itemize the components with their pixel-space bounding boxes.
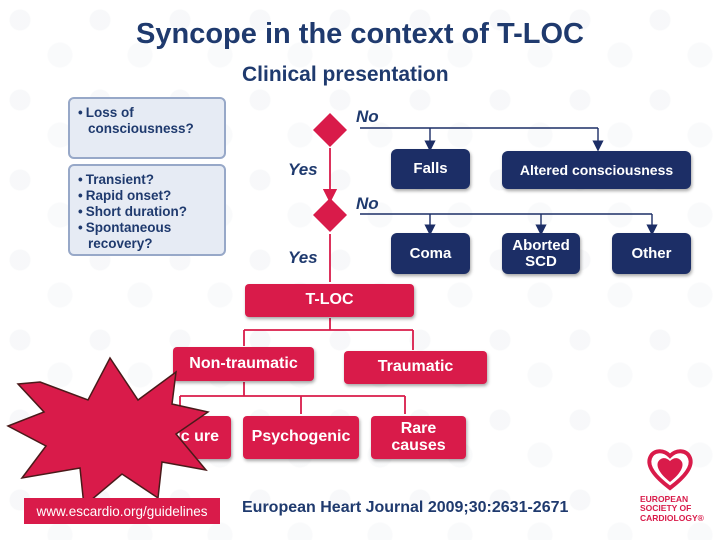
no-label-2: No bbox=[356, 194, 379, 213]
question-item: Loss of consciousness? bbox=[78, 105, 216, 137]
question-box-loss-of-consciousness: Loss of consciousness? bbox=[68, 97, 226, 159]
question-item: Spontaneous recovery? bbox=[78, 220, 216, 252]
journal-reference: European Heart Journal 2009;30:2631-2671 bbox=[242, 499, 569, 516]
question-item: Short duration? bbox=[78, 204, 216, 220]
slide-subtitle: Clinical presentation bbox=[242, 63, 449, 86]
aborted-scd-box: Aborted SCD bbox=[502, 233, 580, 274]
yes-label-1: Yes bbox=[288, 160, 318, 179]
tloc-box: T-LOC bbox=[245, 284, 414, 317]
decision-diamond-2 bbox=[313, 198, 347, 232]
question-box-tloc-criteria: Transient? Rapid onset? Short duration? … bbox=[68, 164, 226, 256]
esc-heart-logo-icon bbox=[647, 449, 693, 491]
falls-box: Falls bbox=[391, 149, 470, 189]
decision-diamond-1 bbox=[313, 113, 347, 147]
slide-title: Syncope in the context of T-LOC bbox=[136, 18, 584, 50]
yes-label-2: Yes bbox=[288, 248, 318, 267]
coma-box: Coma bbox=[391, 233, 470, 274]
question-item: Rapid onset? bbox=[78, 188, 216, 204]
no-label-1: No bbox=[356, 107, 379, 126]
question-item: Transient? bbox=[78, 172, 216, 188]
esc-society-name: EUROPEAN SOCIETY OF CARDIOLOGY® bbox=[640, 494, 704, 523]
traumatic-box: Traumatic bbox=[344, 351, 487, 384]
psychogenic-box: Psychogenic bbox=[243, 416, 359, 459]
other-box: Other bbox=[612, 233, 691, 274]
altered-consciousness-box: Altered consciousness bbox=[502, 151, 691, 189]
guidelines-url-link[interactable]: www.escardio.org/guidelines bbox=[24, 498, 220, 524]
rare-causes-box: Rare causes bbox=[371, 416, 466, 459]
